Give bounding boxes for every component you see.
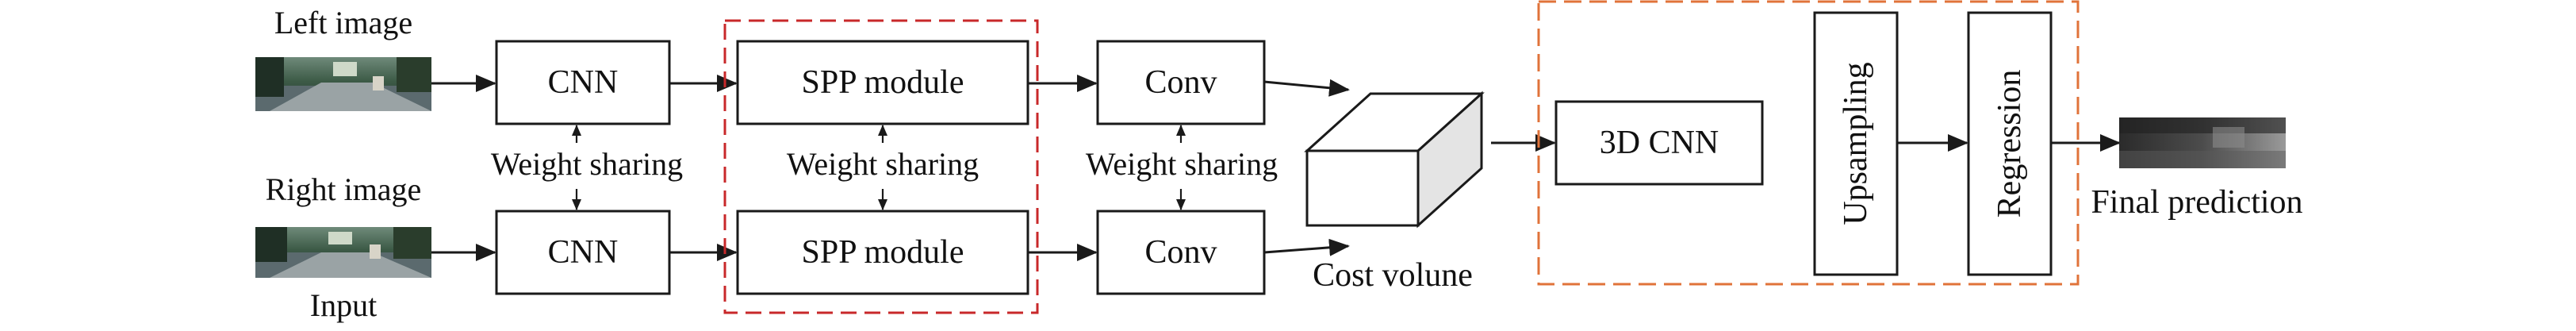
edge-conv-bottom-to-cost-volume: [1263, 238, 1350, 256]
input-label: Input: [310, 287, 377, 323]
conv-top-label: Conv: [1144, 64, 1217, 101]
conv-top-node: Conv: [1096, 40, 1266, 125]
edge-conv-top-to-cost-volume: [1263, 79, 1350, 97]
right-image-label: Right image: [266, 171, 422, 207]
spp-top-label: SPP module: [802, 64, 964, 101]
cnn-bottom-node: CNN: [495, 210, 671, 295]
spp-bottom-node: SPP module: [736, 210, 1029, 295]
final-prediction-label: Final prediction: [2091, 184, 2302, 221]
weight-sharing-label-3: Weight sharing: [1086, 146, 1278, 182]
cnn-top-node: CNN: [495, 40, 671, 125]
upsampling-label: Upsampling: [1838, 62, 1874, 225]
weight-sharing-label-2: Weight sharing: [787, 146, 979, 182]
cnn-top-label: CNN: [548, 64, 619, 101]
spp-top-node: SPP module: [736, 40, 1029, 125]
cnn3d-node: 3D CNN: [1554, 100, 1764, 186]
regression-node: Regression: [1967, 11, 2053, 276]
upsampling-node: Upsampling: [1813, 11, 1899, 276]
conv-bottom-label: Conv: [1144, 234, 1217, 271]
aggregation-group-border: [1537, 0, 2080, 286]
cost-volume-label: Cost volune: [1313, 257, 1473, 294]
right-image: [255, 227, 431, 278]
final-prediction-image: [2119, 117, 2286, 168]
left-image: [255, 57, 431, 111]
weight-sharing-label-1: Weight sharing: [491, 146, 683, 182]
cost-volume-cube: [1304, 90, 1485, 229]
left-image-label: Left image: [274, 5, 412, 40]
spp-group-border: [723, 19, 1039, 314]
cnn-bottom-label: CNN: [548, 234, 619, 271]
regression-label: Regression: [1991, 70, 2028, 218]
cnn3d-label: 3D CNN: [1600, 125, 1719, 161]
spp-bottom-label: SPP module: [802, 234, 964, 271]
conv-bottom-node: Conv: [1096, 210, 1266, 295]
